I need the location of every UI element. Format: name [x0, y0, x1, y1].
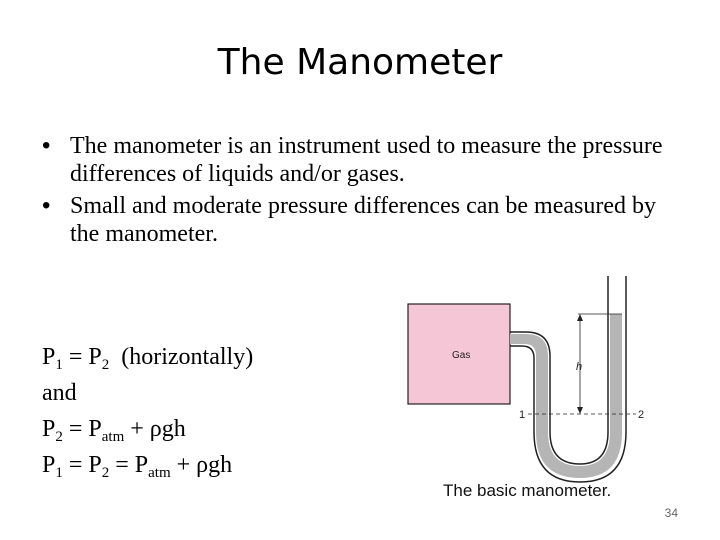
height-label: h — [576, 361, 582, 373]
eq-symbol: P — [42, 416, 56, 442]
eq-text: + ρgh — [170, 452, 233, 478]
eq-subscript: 1 — [55, 357, 63, 373]
eq-symbol: P — [42, 452, 56, 478]
eq-subscript: 2 — [101, 465, 110, 481]
point-2-label: 2 — [638, 409, 644, 421]
bullet-dot: • — [42, 132, 51, 159]
equation-and: and — [42, 380, 77, 406]
bullet-list: • The manometer is an instrument used to… — [42, 132, 682, 252]
slide-title: The Manometer — [217, 42, 503, 83]
equation-p2: P2 = Patm + ρgh — [42, 411, 253, 447]
eq-text: (horizontally) — [109, 344, 254, 370]
eq-symbol: = P — [109, 452, 149, 478]
manometer-fluid — [510, 314, 622, 478]
manometer-figure: h 1 2 Gas — [400, 272, 660, 512]
equation-p1: P1 = P2 = Patm + ρgh — [42, 447, 253, 483]
eq-symbol: P — [42, 344, 56, 370]
eq-subscript: atm — [101, 429, 125, 445]
eq-subscript: 1 — [55, 465, 63, 481]
bullet-item: • Small and moderate pressure difference… — [42, 192, 682, 248]
u-tube-outer — [510, 276, 627, 483]
bullet-dot: • — [42, 192, 51, 219]
eq-symbol: = P — [62, 344, 102, 370]
page-number: 34 — [664, 506, 678, 520]
eq-subscript: atm — [148, 465, 171, 481]
eq-text: + ρgh — [124, 416, 186, 442]
u-tube-inner — [510, 276, 609, 465]
figure-caption: The basic manometer. — [443, 481, 612, 500]
eq-subscript: 2 — [101, 357, 110, 373]
equation-p1-equals-p2: P1 = P2 (horizontally) — [42, 339, 253, 375]
point-1-label: 1 — [519, 409, 525, 421]
equations-block: P1 = P2 (horizontally) and P2 = Patm + ρ… — [42, 339, 253, 483]
h-arrow-up — [577, 314, 583, 321]
manometer-diagram: h 1 2 Gas — [407, 276, 644, 483]
bullet-text: Small and moderate pressure differences … — [70, 193, 656, 247]
h-arrow-down — [577, 407, 583, 414]
eq-symbol: = P — [62, 452, 102, 478]
bullet-text: The manometer is an instrument used to m… — [70, 133, 663, 187]
gas-tank — [407, 303, 511, 405]
eq-symbol: = P — [62, 416, 102, 442]
eq-subscript: 2 — [55, 429, 63, 445]
gas-label: Gas — [452, 350, 470, 361]
bullet-item: • The manometer is an instrument used to… — [42, 132, 682, 188]
